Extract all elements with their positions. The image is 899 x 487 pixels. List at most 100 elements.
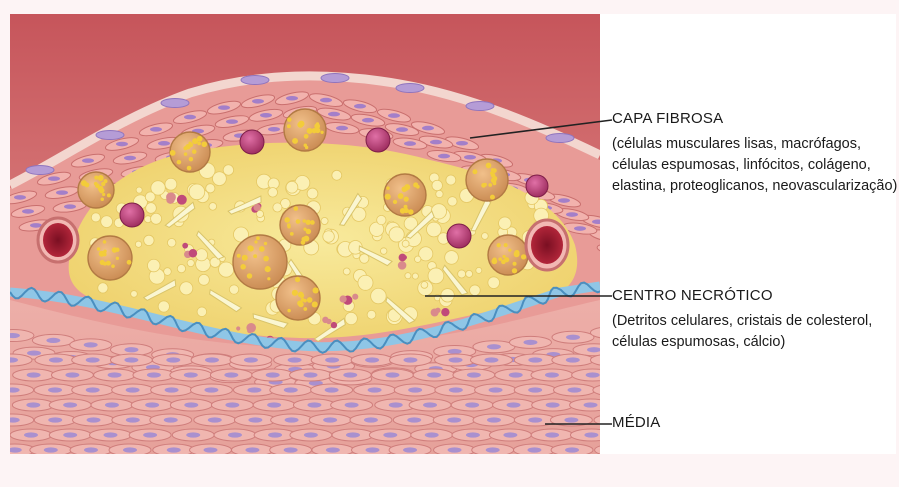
cell-nucleus	[124, 347, 138, 352]
lipid-vacuole	[98, 175, 104, 181]
lipid-droplet	[273, 203, 282, 212]
cell-nucleus	[564, 417, 578, 422]
lipid-vacuole	[295, 277, 300, 282]
lipid-vacuole	[306, 229, 312, 235]
cell-nucleus	[48, 417, 62, 422]
foam-cell	[276, 276, 320, 320]
lipid-vacuole	[304, 134, 309, 139]
lipid-vacuole	[393, 200, 397, 204]
lipid-droplet	[405, 273, 411, 279]
cell-nucleus	[24, 432, 38, 437]
lipid-vacuole	[115, 248, 119, 252]
cell-nucleus	[608, 247, 620, 252]
cell-nucleus	[225, 402, 239, 407]
cell-nucleus	[304, 372, 318, 377]
cell-nucleus	[167, 447, 181, 452]
cell-nucleus	[86, 387, 100, 392]
cell-nucleus	[566, 357, 580, 362]
lipid-droplet	[195, 249, 207, 261]
cell-nucleus	[584, 402, 598, 407]
lipid-vacuole	[483, 183, 487, 187]
neovessel-left	[38, 218, 78, 262]
lipid-vacuole	[290, 232, 294, 236]
cell-nucleus	[145, 402, 159, 407]
cell-nucleus	[208, 417, 222, 422]
debris-particle	[253, 204, 260, 211]
cap-muscle-cell	[596, 242, 631, 257]
cell-nucleus	[49, 357, 63, 362]
lipid-droplet	[151, 213, 162, 224]
lipid-droplet	[343, 268, 350, 275]
endothelial-nucleus	[466, 102, 494, 111]
endothelial-nucleus	[396, 84, 424, 93]
cell-nucleus	[565, 447, 579, 452]
cell-nucleus	[6, 333, 20, 338]
lipid-vacuole	[107, 193, 111, 197]
lipid-vacuole	[237, 254, 241, 258]
cell-nucleus	[65, 372, 79, 377]
lipid-vacuole	[292, 290, 298, 296]
cell-nucleus	[26, 402, 40, 407]
cell-nucleus	[4, 357, 18, 362]
cell-nucleus	[484, 357, 498, 362]
lipid-vacuole	[497, 243, 501, 247]
lipid-vacuole	[248, 246, 254, 252]
lipid-vacuole	[265, 266, 271, 272]
lipid-vacuole	[101, 182, 105, 186]
cell-nucleus	[126, 417, 140, 422]
lipid-vacuole	[301, 298, 305, 302]
lipid-droplet	[415, 256, 421, 262]
lipid-droplet	[91, 213, 100, 222]
cell-nucleus	[600, 233, 612, 238]
lipid-vacuole	[256, 236, 260, 240]
lipid-vacuole	[513, 262, 517, 266]
endothelial-nucleus	[26, 166, 54, 175]
cell-nucleus	[63, 432, 77, 437]
lipid-vacuole	[413, 182, 418, 187]
lipid-droplet	[268, 188, 278, 198]
cell-nucleus	[147, 372, 161, 377]
lipid-vacuole	[287, 117, 291, 121]
lipid-droplet	[448, 197, 457, 206]
label-media-title: MÉDIA	[612, 414, 661, 431]
lipid-vacuole	[385, 194, 391, 200]
lipid-vacuole	[102, 193, 105, 196]
lipid-droplet	[421, 281, 428, 288]
smooth-muscle-cell	[595, 444, 637, 456]
cell-nucleus	[566, 335, 580, 340]
lipid-vacuole	[492, 168, 497, 173]
lipid-droplet	[212, 172, 226, 186]
cell-nucleus	[266, 372, 280, 377]
lipid-vacuole	[184, 152, 188, 156]
cell-nucleus	[326, 447, 340, 452]
lipid-droplet	[488, 277, 500, 289]
lipid-vacuole	[307, 297, 313, 303]
lipid-droplet	[307, 188, 318, 199]
lipid-droplet	[286, 181, 298, 193]
lipid-droplet	[167, 238, 176, 247]
lipid-vacuole	[247, 273, 252, 278]
cell-nucleus	[467, 372, 481, 377]
lipid-droplet	[180, 282, 193, 295]
cell-nucleus	[320, 98, 332, 103]
lipid-droplet	[476, 267, 482, 273]
cell-nucleus	[27, 372, 41, 377]
cell-nucleus	[507, 402, 521, 407]
debris-particle	[236, 326, 240, 330]
debris-particle	[339, 295, 346, 302]
lipid-droplet	[427, 222, 442, 237]
lipid-droplet	[458, 270, 466, 278]
lipid-vacuole	[201, 141, 207, 147]
cell-nucleus	[27, 350, 41, 355]
lipid-droplet	[177, 264, 185, 272]
cell-nucleus	[244, 357, 258, 362]
cell-nucleus	[63, 402, 77, 407]
label-capa-fibrosa-description: (células musculares lisas, macrófagos, c…	[612, 134, 897, 197]
lipid-vacuole	[296, 219, 301, 224]
cell-nucleus	[325, 387, 339, 392]
lipid-vacuole	[303, 307, 307, 311]
lipid-vacuole	[472, 169, 477, 174]
smooth-muscle-cell	[590, 354, 632, 366]
lipid-vacuole	[299, 293, 304, 298]
lipid-vacuole	[313, 287, 319, 293]
